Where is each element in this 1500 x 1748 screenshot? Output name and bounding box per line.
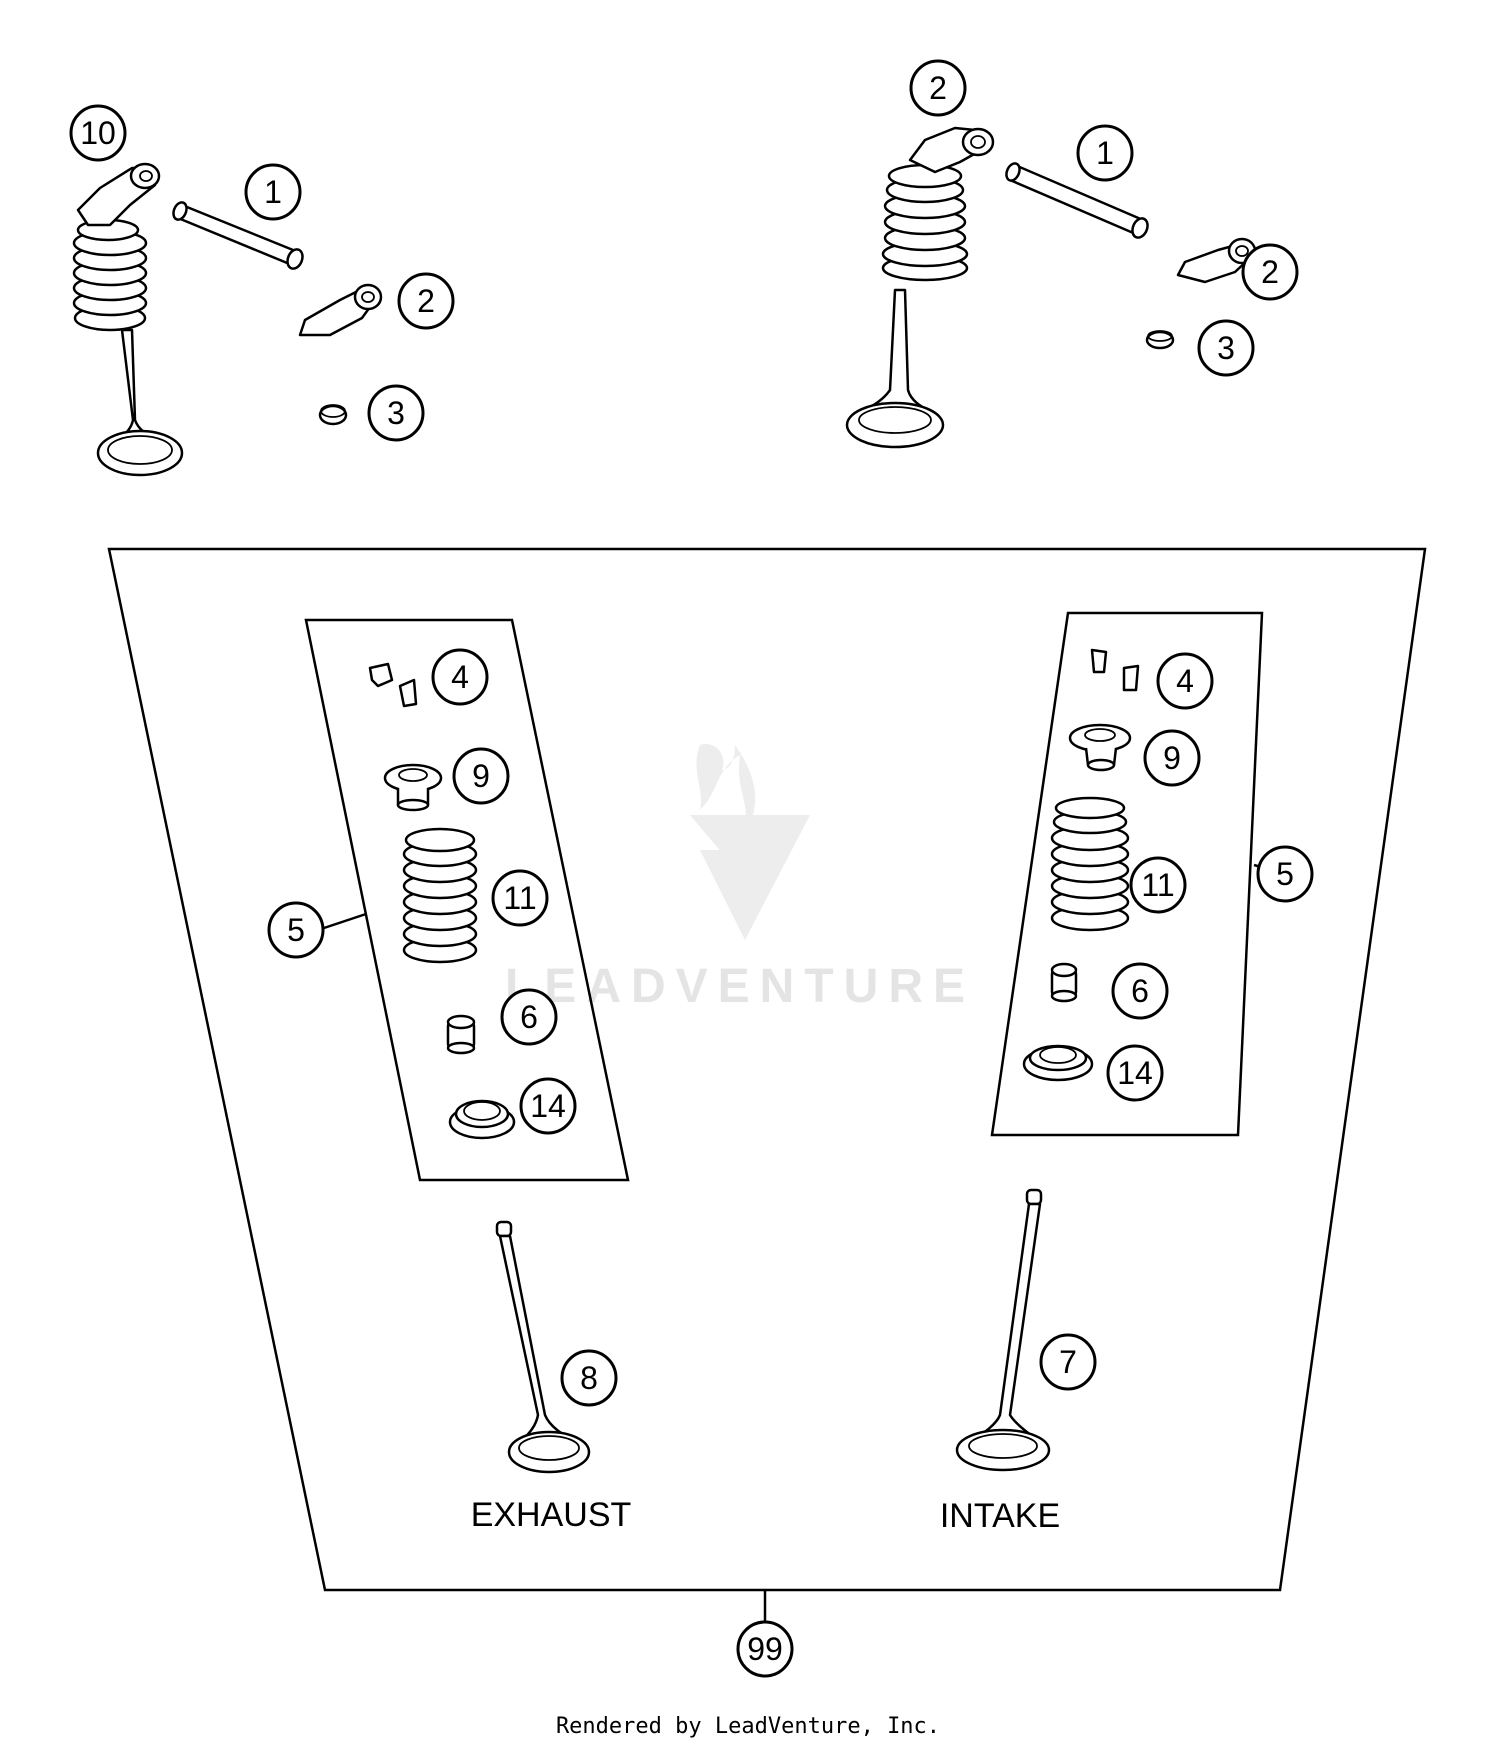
intake-valve bbox=[955, 1188, 1051, 1472]
callout-2-right[interactable]: 2 bbox=[1241, 243, 1299, 301]
kit-frame bbox=[107, 547, 1427, 1592]
callout-14-exhaust[interactable]: 14 bbox=[519, 1077, 577, 1135]
callout-9-intake[interactable]: 9 bbox=[1143, 729, 1201, 787]
intake-label: INTAKE bbox=[940, 1497, 1060, 1535]
callout-4-intake[interactable]: 4 bbox=[1156, 652, 1214, 710]
intake-kit-frame bbox=[990, 611, 1264, 1137]
watermark-text: LEADVENTURE bbox=[505, 960, 975, 1013]
callout-6-exhaust[interactable]: 6 bbox=[500, 988, 558, 1046]
svg-text:3: 3 bbox=[1217, 330, 1235, 366]
intake-valve-assembly-top bbox=[845, 126, 995, 449]
valve-spring-intake bbox=[1050, 796, 1130, 932]
callout-8[interactable]: 8 bbox=[560, 1349, 618, 1407]
callout-1-right[interactable]: 1 bbox=[1076, 124, 1134, 182]
callout-7[interactable]: 7 bbox=[1039, 1333, 1097, 1391]
callout-3-left[interactable]: 3 bbox=[367, 384, 425, 442]
callout-1-left[interactable]: 1 bbox=[244, 163, 302, 221]
svg-text:8: 8 bbox=[580, 1360, 598, 1396]
watermark-logo bbox=[690, 744, 810, 940]
svg-text:14: 14 bbox=[1117, 1055, 1153, 1091]
valve-spring-exhaust bbox=[402, 827, 478, 964]
svg-text:5: 5 bbox=[287, 912, 305, 948]
svg-text:6: 6 bbox=[1131, 973, 1149, 1009]
shim-left bbox=[318, 404, 348, 426]
callout-5-exhaust[interactable]: 5 bbox=[267, 901, 325, 959]
callout-11-intake[interactable]: 11 bbox=[1129, 856, 1187, 914]
valve-stem-seal-exhaust bbox=[446, 1014, 476, 1055]
spring-coils-icon bbox=[881, 163, 969, 282]
exhaust-label: EXHAUST bbox=[471, 1496, 632, 1534]
valve-keepers-intake bbox=[1090, 648, 1140, 692]
callout-11-exhaust[interactable]: 11 bbox=[491, 869, 549, 927]
svg-text:4: 4 bbox=[1176, 663, 1194, 699]
rocker-shaft-right bbox=[1005, 162, 1149, 239]
spring-seat-intake bbox=[1022, 1044, 1094, 1082]
callout-2-left[interactable]: 2 bbox=[397, 272, 455, 330]
svg-text:2: 2 bbox=[929, 70, 947, 106]
svg-text:14: 14 bbox=[530, 1088, 566, 1124]
callout-5-intake[interactable]: 5 bbox=[1256, 845, 1314, 903]
svg-text:11: 11 bbox=[1141, 867, 1174, 903]
footer-credit: Rendered by LeadVenture, Inc. bbox=[556, 1714, 940, 1739]
exhaust-kit-frame bbox=[304, 618, 630, 1182]
svg-text:11: 11 bbox=[503, 880, 536, 916]
svg-text:5: 5 bbox=[1276, 856, 1294, 892]
svg-text:99: 99 bbox=[747, 1631, 783, 1667]
svg-text:7: 7 bbox=[1059, 1344, 1077, 1380]
valve-stem-seal-intake bbox=[1050, 962, 1078, 1003]
callout-14-intake[interactable]: 14 bbox=[1106, 1044, 1164, 1102]
spring-seat-exhaust bbox=[448, 1099, 516, 1140]
callout-9-exhaust[interactable]: 9 bbox=[452, 747, 510, 805]
rocker-arm-left bbox=[298, 283, 383, 337]
shim-right bbox=[1145, 330, 1175, 350]
exhaust-valve bbox=[495, 1220, 591, 1474]
svg-text:10: 10 bbox=[80, 115, 116, 151]
valve-keepers-exhaust bbox=[368, 662, 418, 708]
spring-retainer-intake bbox=[1068, 723, 1132, 772]
svg-text:6: 6 bbox=[520, 999, 538, 1035]
callout-10[interactable]: 10 bbox=[69, 104, 127, 162]
svg-text:9: 9 bbox=[472, 758, 490, 794]
svg-text:2: 2 bbox=[1261, 254, 1279, 290]
callout-4-exhaust[interactable]: 4 bbox=[431, 648, 489, 706]
svg-text:9: 9 bbox=[1163, 740, 1181, 776]
svg-text:1: 1 bbox=[1096, 135, 1114, 171]
svg-text:3: 3 bbox=[387, 395, 405, 431]
exhaust-valve-assembly-top bbox=[72, 162, 184, 477]
callout-99[interactable]: 99 bbox=[736, 1620, 794, 1678]
callout-6-intake[interactable]: 6 bbox=[1111, 962, 1169, 1020]
callout-3-right[interactable]: 3 bbox=[1197, 319, 1255, 377]
svg-text:1: 1 bbox=[264, 174, 282, 210]
svg-text:2: 2 bbox=[417, 283, 435, 319]
svg-text:4: 4 bbox=[451, 659, 469, 695]
callout-2-top[interactable]: 2 bbox=[909, 59, 967, 117]
spring-retainer-exhaust bbox=[383, 763, 443, 812]
rocker-shaft-left bbox=[172, 201, 304, 270]
spring-coils-icon bbox=[72, 218, 148, 332]
